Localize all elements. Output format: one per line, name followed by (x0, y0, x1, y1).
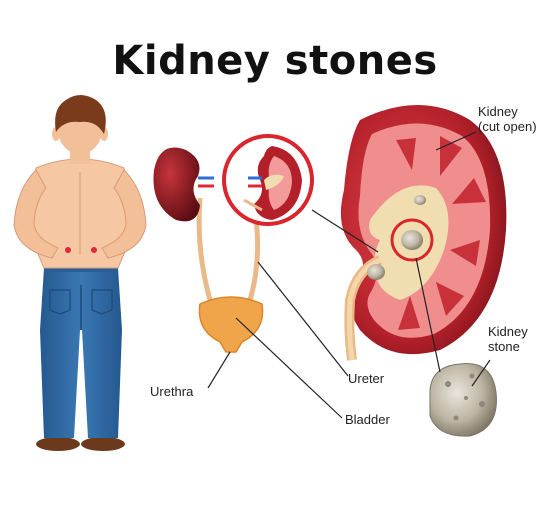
hair (55, 95, 106, 134)
bladder-shape (198, 296, 264, 353)
leader-bladder (235, 317, 343, 419)
pain-mark (91, 247, 97, 253)
right-ureter (241, 209, 261, 316)
small-stone (414, 195, 426, 205)
leader-ureter (257, 261, 349, 377)
label-urethra: Urethra (150, 384, 194, 399)
label-bladder: Bladder (345, 412, 390, 427)
jeans (40, 268, 122, 438)
label-kidney-stone-line2: stone (488, 339, 520, 354)
zoom-callout (222, 134, 314, 226)
leader-kidney-stone (471, 359, 491, 387)
left-ureter (196, 197, 219, 316)
kidney-stone-closeup (429, 363, 497, 437)
left-arm (13, 169, 59, 259)
label-kidney-stone: Kidney stone (488, 324, 528, 354)
label-kidney-cut-open-line2: (cut open) (478, 119, 537, 134)
page-title: Kidney stones (112, 38, 438, 84)
stone-connector (415, 257, 441, 373)
stone-in-kidney (401, 230, 423, 250)
kidney-cross-section (340, 105, 507, 361)
label-kidney-stone-line1: Kidney (488, 324, 528, 339)
renal-pyramids (396, 136, 486, 330)
kidney-stone-shape (429, 363, 497, 437)
right-arm (101, 169, 147, 259)
back-pocket-right (91, 289, 113, 315)
right-shoe (81, 437, 125, 451)
stone-highlight-ring (390, 218, 434, 262)
callout-connector (311, 209, 379, 253)
urinary-system (153, 147, 264, 353)
small-kidney (153, 147, 200, 222)
label-kidney-cut-open: Kidney (cut open) (478, 104, 537, 134)
man-figure (13, 95, 147, 451)
left-shoe (36, 437, 80, 451)
small-stone (367, 264, 385, 280)
label-ureter: Ureter (348, 371, 385, 386)
leader-kidney-cut-open (435, 131, 477, 151)
leader-urethra (207, 351, 231, 389)
leader-lines (207, 131, 491, 419)
pain-mark (65, 247, 71, 253)
callout-ring (222, 134, 314, 226)
label-kidney-cut-open-line1: Kidney (478, 104, 518, 119)
back-pocket-left (49, 289, 71, 315)
